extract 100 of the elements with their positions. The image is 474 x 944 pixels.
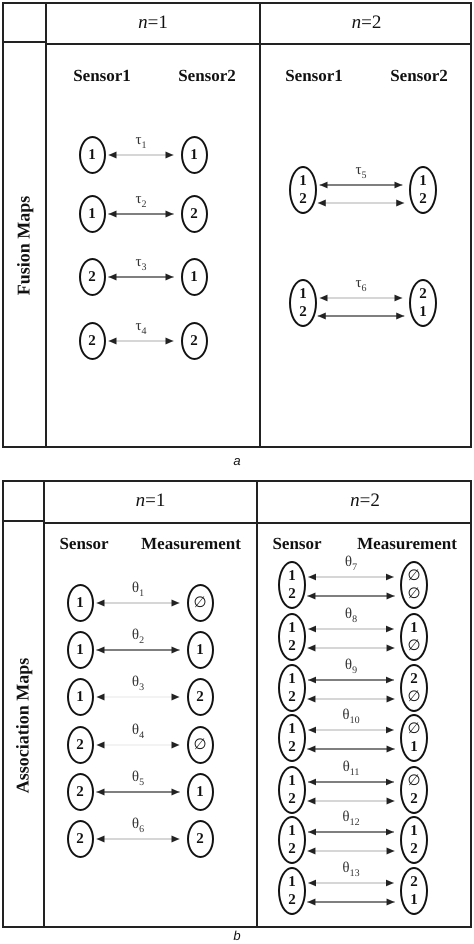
index-number: 2 <box>299 303 307 321</box>
index-ellipse <box>278 714 306 762</box>
index-ellipse <box>400 613 428 661</box>
index-ellipse <box>409 279 437 327</box>
double-arrow <box>308 676 394 684</box>
index-ellipse <box>400 714 428 762</box>
column-label: Sensor1 <box>73 66 131 86</box>
index-number: 2 <box>299 190 307 208</box>
index-number: ∅ <box>408 567 420 585</box>
index-ellipse <box>186 678 214 716</box>
index-number: 2 <box>88 268 96 286</box>
index-ellipse <box>66 820 94 858</box>
index-ellipse <box>180 322 208 360</box>
index-number: 1 <box>288 567 296 585</box>
column-label: Sensor2 <box>178 66 236 86</box>
index-number: ∅ <box>408 637 420 655</box>
double-arrow <box>96 694 180 700</box>
index-ellipse <box>400 766 428 814</box>
index-number: 2 <box>288 840 296 858</box>
index-ellipse <box>78 322 106 360</box>
double-arrow <box>308 828 394 836</box>
double-arrow <box>307 696 395 702</box>
index-number: 2 <box>288 891 296 909</box>
column-header: n=2 <box>256 480 472 524</box>
double-arrow <box>308 880 394 886</box>
index-number: ∅ <box>408 772 420 790</box>
double-arrow <box>320 294 402 302</box>
index-ellipse <box>400 867 428 915</box>
index-ellipse <box>78 258 106 296</box>
index-ellipse <box>289 166 317 214</box>
row-header: Association Maps <box>12 657 33 793</box>
double-arrow <box>307 644 395 652</box>
index-number: 1 <box>299 172 307 190</box>
index-number: 1 <box>288 670 296 688</box>
index-number: 1 <box>288 822 296 840</box>
index-ellipse <box>278 613 306 661</box>
index-number: ∅ <box>194 594 206 612</box>
index-ellipse <box>186 584 214 622</box>
index-number: 1 <box>196 641 204 659</box>
index-ellipse <box>400 561 428 609</box>
index-number: 2 <box>419 285 427 303</box>
column-label: Sensor2 <box>390 66 448 86</box>
column-header: n=1 <box>43 480 256 524</box>
index-number: 1 <box>419 172 427 190</box>
index-number: 2 <box>288 637 296 655</box>
index-number: 2 <box>288 688 296 706</box>
index-number: 1 <box>76 594 84 612</box>
index-number: 2 <box>190 332 198 350</box>
index-number: 1 <box>419 303 427 321</box>
index-ellipse <box>278 816 306 864</box>
double-arrow <box>108 210 174 218</box>
index-number: 1 <box>196 783 204 801</box>
index-number: 1 <box>288 873 296 891</box>
index-number: ∅ <box>408 720 420 738</box>
index-number: 1 <box>410 891 418 909</box>
column-label: Sensor <box>59 534 109 554</box>
double-arrow <box>308 726 394 734</box>
double-arrow <box>307 592 395 600</box>
double-arrow <box>307 848 395 854</box>
index-ellipse <box>186 820 214 858</box>
index-ellipse <box>278 867 306 915</box>
index-ellipse <box>66 773 94 811</box>
double-arrow <box>96 646 180 654</box>
double-arrow <box>108 274 174 280</box>
index-ellipse <box>180 258 208 296</box>
double-arrow <box>308 574 394 580</box>
index-ellipse <box>78 195 106 233</box>
index-ellipse <box>180 195 208 233</box>
column-header: n=2 <box>259 2 472 45</box>
double-arrow <box>320 182 402 188</box>
index-number: 1 <box>288 619 296 637</box>
index-number: 2 <box>288 790 296 808</box>
index-ellipse <box>186 631 214 669</box>
index-number: 2 <box>196 830 204 848</box>
index-number: 1 <box>410 738 418 756</box>
index-number: 2 <box>190 205 198 223</box>
column-label: Sensor <box>272 534 322 554</box>
index-ellipse <box>400 816 428 864</box>
index-number: 2 <box>288 738 296 756</box>
index-number: 1 <box>76 688 84 706</box>
index-ellipse <box>400 664 428 712</box>
double-arrow <box>308 778 394 786</box>
index-number: 2 <box>410 873 418 891</box>
index-number: 1 <box>410 822 418 840</box>
index-number: 1 <box>190 146 198 164</box>
index-number: ∅ <box>194 736 206 754</box>
index-number: 1 <box>88 205 96 223</box>
index-ellipse <box>186 726 214 764</box>
double-arrow <box>307 898 395 906</box>
index-ellipse <box>180 136 208 174</box>
index-number: 2 <box>196 688 204 706</box>
double-arrow <box>96 600 180 606</box>
index-ellipse <box>66 726 94 764</box>
column-label: Measurement <box>357 534 457 554</box>
double-arrow <box>307 746 395 752</box>
index-number: 2 <box>288 585 296 603</box>
double-arrow <box>108 338 174 344</box>
index-ellipse <box>66 678 94 716</box>
index-ellipse <box>278 561 306 609</box>
double-arrow <box>96 788 180 796</box>
